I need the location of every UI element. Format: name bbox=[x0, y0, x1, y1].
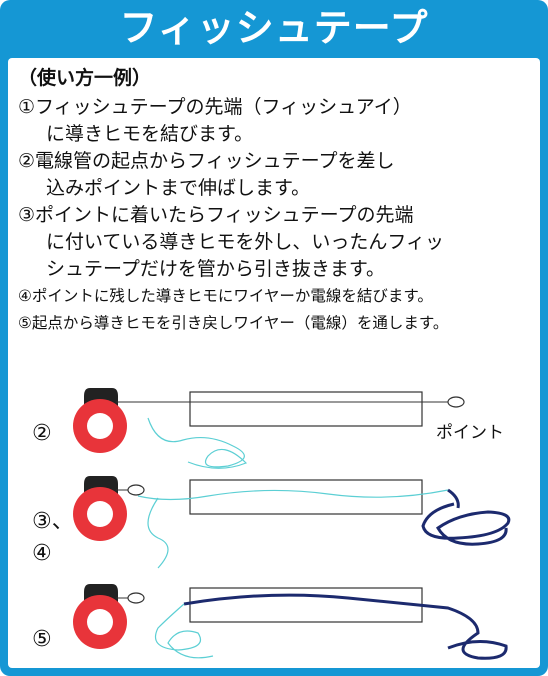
reel-icon bbox=[73, 584, 127, 649]
diagram-step-3-4: ③、 ④ bbox=[32, 476, 511, 569]
step-3-line-2: に付いている導きヒモを外し、いったんフィッ bbox=[46, 231, 445, 253]
diagram-2-label-a: ③、 bbox=[32, 509, 74, 534]
instruction-text: （使い方一例） ①フィッシュテープの先端（フィッシュアイ） に導きヒモを結びます… bbox=[18, 64, 534, 337]
point-label: ポイント bbox=[436, 423, 504, 443]
conduit-pipe bbox=[189, 587, 423, 623]
diagram-step-2: ② ポイント bbox=[32, 388, 504, 469]
procedure-diagrams: ② ポイント ③、 ④ bbox=[32, 388, 511, 660]
step-3: ③ポイントに着いたらフィッシュテープの先端 に付いている導きヒモを外し、いったん… bbox=[18, 202, 534, 283]
fish-eye-icon bbox=[447, 396, 465, 408]
diagram-2-label-b: ④ bbox=[32, 541, 52, 566]
diagram-3-label: ⑤ bbox=[32, 627, 52, 652]
usage-heading: （使い方一例） bbox=[18, 67, 152, 89]
conduit-pipe bbox=[189, 391, 423, 427]
step-2: ②電線管の起点からフィッシュテープを差し 込みポイントまで伸ばします。 bbox=[18, 148, 534, 202]
step-1-line-1: ①フィッシュテープの先端（フィッシュアイ） bbox=[18, 96, 412, 118]
step-1: ①フィッシュテープの先端（フィッシュアイ） に導きヒモを結びます。 bbox=[18, 94, 534, 148]
wire bbox=[183, 593, 508, 660]
step-5: ⑤起点から導きヒモを引き戻しワイヤー（電線）を通します。 bbox=[18, 314, 449, 332]
guide-string bbox=[147, 417, 248, 469]
conduit-pipe bbox=[189, 479, 423, 515]
fish-eye-icon bbox=[127, 592, 145, 604]
reel-icon bbox=[73, 388, 127, 453]
guide-string bbox=[154, 603, 214, 659]
reel-icon bbox=[73, 476, 127, 541]
step-1-line-2: に導きヒモを結びます。 bbox=[46, 123, 254, 145]
page-title: フィッシュテープ bbox=[119, 6, 429, 50]
step-4: ④ポイントに残した導きヒモにワイヤーか電線を結びます。 bbox=[18, 287, 433, 305]
step-2-line-2: 込みポイントまで伸ばします。 bbox=[46, 177, 311, 199]
wire-coil bbox=[421, 488, 511, 546]
step-3-line-1: ③ポイントに着いたらフィッシュテープの先端 bbox=[18, 204, 414, 226]
diagram-area: ② ポイント ③、 ④ bbox=[8, 378, 540, 668]
diagram-1-label: ② bbox=[32, 421, 52, 446]
step-3-line-3: シュテープだけを管から引き抜きます。 bbox=[46, 258, 385, 280]
step-2-line-1: ②電線管の起点からフィッシュテープを差し bbox=[18, 150, 395, 172]
fish-eye-icon bbox=[127, 484, 145, 496]
diagram-step-5: ⑤ bbox=[32, 584, 508, 660]
guide-string bbox=[137, 489, 449, 569]
instruction-panel: （使い方一例） ①フィッシュテープの先端（フィッシュアイ） に導きヒモを結びます… bbox=[8, 58, 540, 668]
